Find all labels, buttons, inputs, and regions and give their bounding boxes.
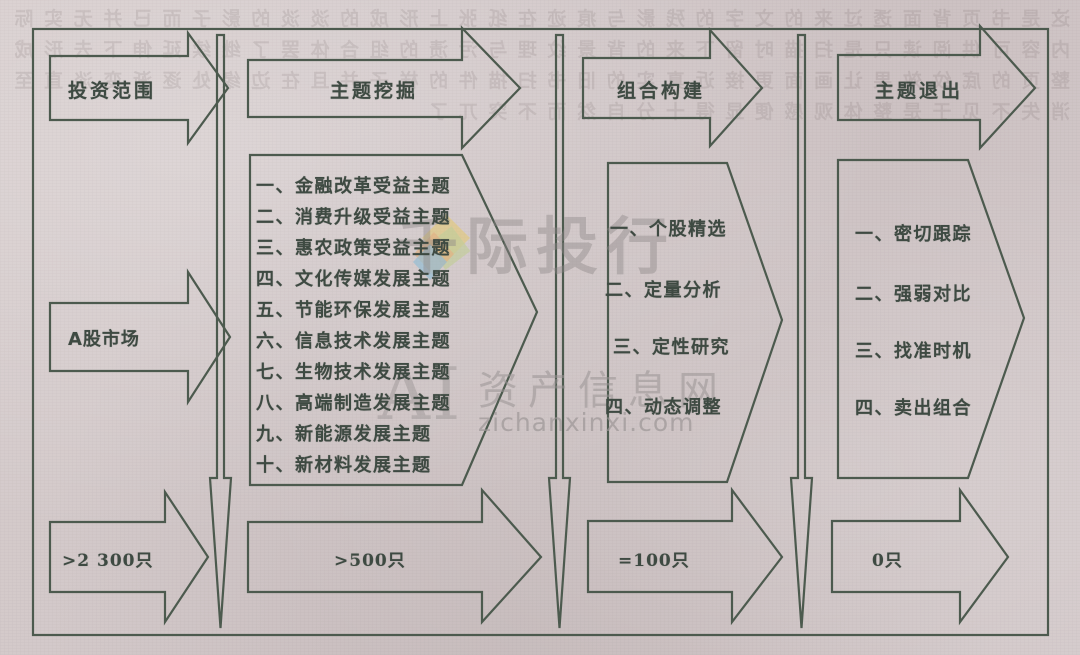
diagram-outer-frame <box>31 27 1050 637</box>
separator-arrow-3 <box>789 33 814 629</box>
arrow-col3-header <box>581 27 764 149</box>
arrow-col1-middle <box>48 268 232 406</box>
arrow-col1-count <box>48 488 210 626</box>
separator-arrow-1 <box>208 33 233 629</box>
arrow-col2-count <box>246 487 543 625</box>
pentagon-col4-list <box>836 158 1026 480</box>
arrow-col3-count <box>586 486 784 626</box>
separator-arrow-2 <box>547 33 572 629</box>
arrow-col4-header <box>836 23 1037 151</box>
arrow-col4-count <box>830 486 1010 626</box>
pentagon-col3-list <box>606 161 784 484</box>
arrow-col2-header <box>246 25 522 151</box>
pentagon-col2-list <box>248 153 539 487</box>
arrow-col1-header <box>48 29 230 147</box>
